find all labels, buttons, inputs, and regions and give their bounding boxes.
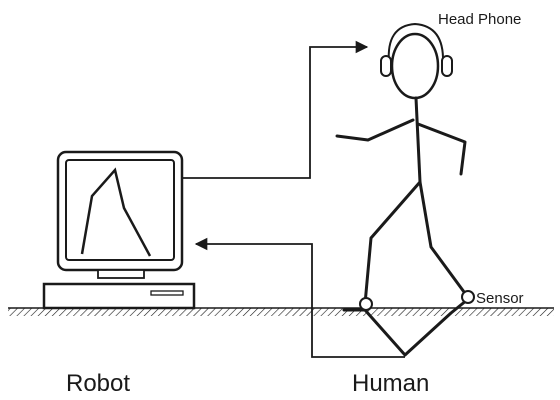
screen-graph-line <box>80 167 152 257</box>
sensor-icon <box>461 290 475 304</box>
sensor-label: Sensor <box>476 290 524 307</box>
signal-to-headphone-line <box>182 40 369 179</box>
head-phone-label: Head Phone <box>438 11 521 28</box>
computer-monitor-icon <box>42 150 196 310</box>
foot-triangle <box>342 298 469 357</box>
sensor-to-robot-line <box>194 237 405 358</box>
robot-label: Robot <box>66 370 130 397</box>
left-arm <box>335 118 415 142</box>
right-leg <box>418 180 469 298</box>
left-leg <box>363 180 422 306</box>
human-figure <box>335 32 469 357</box>
human-label: Human <box>352 370 429 397</box>
headphone-icon <box>380 22 453 77</box>
sensor-icon <box>359 297 373 311</box>
head <box>390 32 440 100</box>
right-arm <box>416 122 467 176</box>
